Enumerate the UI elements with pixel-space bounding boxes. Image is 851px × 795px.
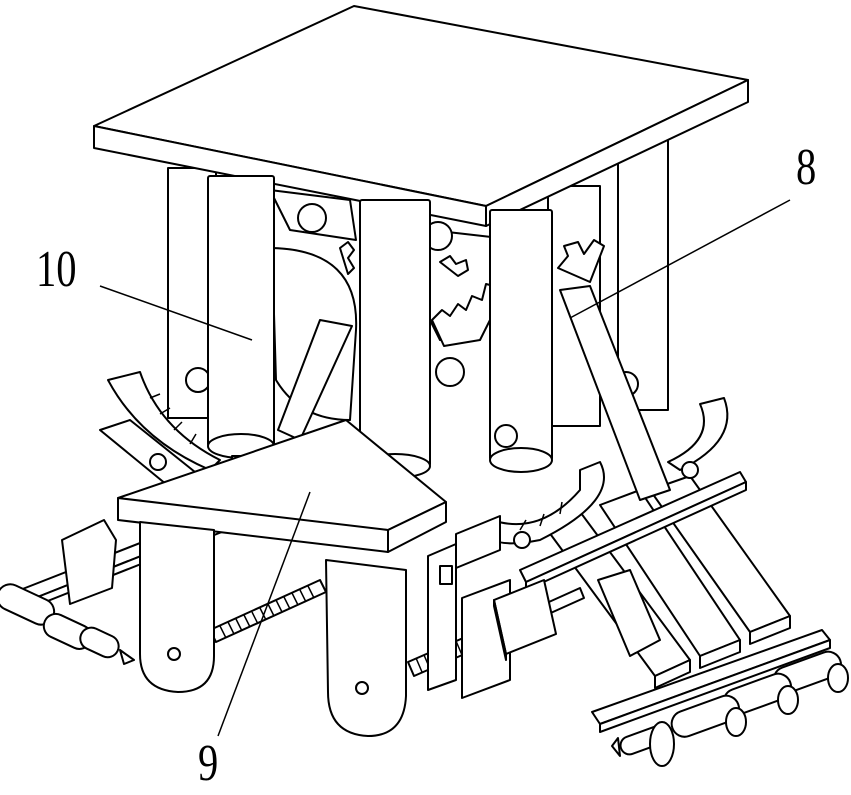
label-10: 10 bbox=[36, 244, 77, 296]
front-hanger-left bbox=[140, 522, 214, 692]
bearing-block bbox=[428, 516, 556, 698]
front-hanger-right bbox=[326, 560, 406, 736]
label-8: 8 bbox=[796, 142, 816, 194]
label-9: 9 bbox=[198, 738, 218, 790]
